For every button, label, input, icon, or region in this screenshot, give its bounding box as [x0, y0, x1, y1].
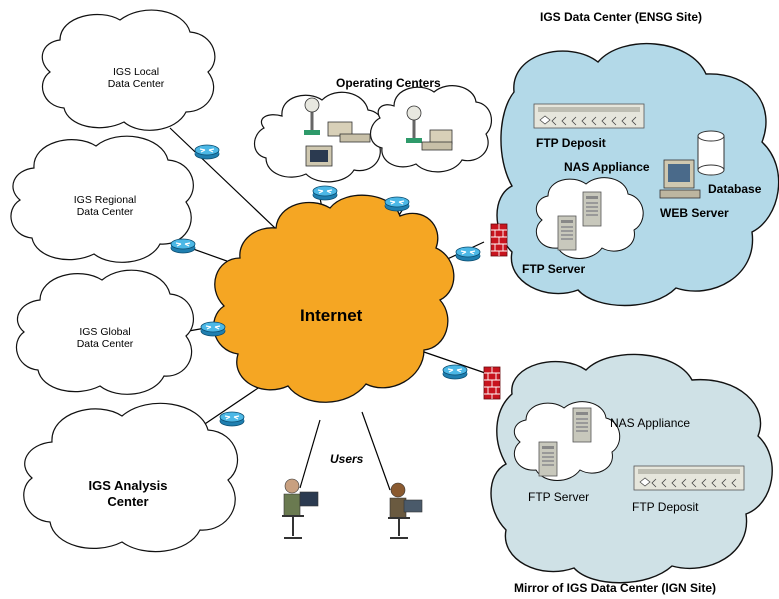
- router-ensg: [455, 246, 481, 262]
- local-label-line1: IGS Local: [112, 66, 160, 78]
- firewall-ign: [483, 366, 501, 400]
- receiver-icon-2: [421, 129, 453, 151]
- ensg-title: IGS Data Center (ENSG Site): [540, 10, 703, 24]
- ign-nas-label: NAS Appliance: [610, 416, 691, 430]
- ign-nas-cloud: [513, 401, 621, 481]
- local-label: IGS Local Data Center: [96, 66, 176, 90]
- opcenter-cloud-2: [369, 85, 493, 173]
- internet-label: Internet: [300, 306, 363, 325]
- ensg-ftp-deposit-rack: [533, 103, 645, 129]
- ign-title: Mirror of IGS Data Center (IGN Site): [514, 581, 717, 595]
- analysis-label: IGS Analysis Center: [78, 478, 178, 510]
- analysis-cloud: [23, 402, 238, 553]
- ign-ftp-server-label: FTP Server: [528, 490, 590, 504]
- global-label: IGS Global Data Center: [62, 326, 148, 350]
- gps-antenna-icon-1: [304, 97, 320, 135]
- computer-icon-1: [305, 145, 333, 167]
- ensg-nas-tower: [582, 191, 602, 227]
- ign-ftp-server-tower: [538, 441, 558, 477]
- users-label: Users: [330, 452, 364, 466]
- router-local: [194, 144, 220, 160]
- ensg-ftp-server-tower: [557, 215, 577, 251]
- router-opcenter-1: [312, 185, 338, 201]
- web-server-icon: [659, 159, 701, 199]
- ensg-ftp-server-label: FTP Server: [522, 262, 586, 276]
- user-icon-1: [282, 478, 319, 539]
- router-ign: [442, 364, 468, 380]
- ensg-nas-label: NAS Appliance: [564, 160, 650, 174]
- local-label-line2: Data Center: [107, 78, 165, 90]
- regional-label-line1: IGS Regional: [73, 194, 137, 206]
- operating-centers-label: Operating Centers: [336, 76, 441, 90]
- firewall-ensg: [490, 223, 508, 257]
- receiver-icon-1: [327, 121, 371, 143]
- regional-label-line2: Data Center: [76, 206, 134, 218]
- analysis-label-line2: Center: [107, 494, 149, 509]
- web-server-label: WEB Server: [660, 206, 729, 220]
- ensg-ftp-deposit-label: FTP Deposit: [536, 136, 606, 150]
- global-label-line2: Data Center: [76, 338, 134, 350]
- regional-cloud: [10, 135, 194, 263]
- database-icon: [697, 130, 725, 176]
- internet-cloud: [213, 194, 455, 403]
- router-regional: [170, 238, 196, 254]
- local-cloud: [41, 9, 216, 131]
- regional-label: IGS Regional Data Center: [62, 194, 148, 218]
- router-opcenter-2: [384, 196, 410, 212]
- analysis-label-line1: IGS Analysis: [88, 478, 168, 493]
- ign-ftp-deposit-label: FTP Deposit: [632, 500, 699, 514]
- ign-nas-tower: [572, 407, 592, 443]
- router-analysis: [219, 411, 245, 427]
- router-global: [200, 321, 226, 337]
- opcenter-cloud-1: [253, 91, 385, 183]
- gps-antenna-icon-2: [406, 105, 422, 143]
- global-label-line1: IGS Global: [79, 326, 131, 338]
- database-label: Database: [708, 182, 762, 196]
- global-cloud: [15, 269, 195, 395]
- user-icon-2: [388, 482, 423, 539]
- ign-ftp-deposit-rack: [633, 465, 745, 491]
